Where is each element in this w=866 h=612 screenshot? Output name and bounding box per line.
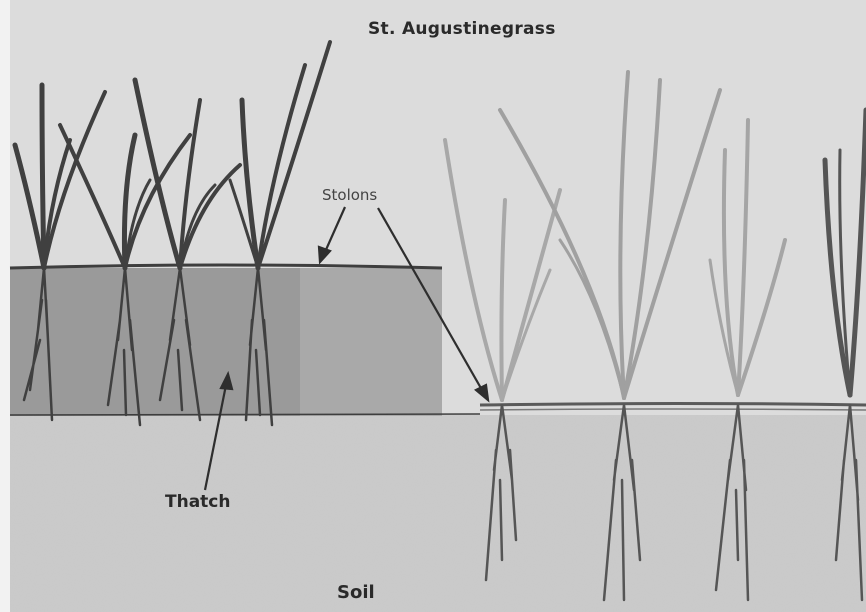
left-page-edge — [0, 0, 10, 612]
stolons-label: Stolons — [322, 186, 377, 204]
right-stolon — [480, 404, 866, 406]
figure-title: St. Augustinegrass — [368, 19, 556, 39]
thatch-bottom-line — [10, 414, 480, 415]
thatch-layer — [10, 268, 442, 416]
soil-label: Soil — [337, 582, 375, 603]
thatch-label: Thatch — [165, 492, 230, 512]
